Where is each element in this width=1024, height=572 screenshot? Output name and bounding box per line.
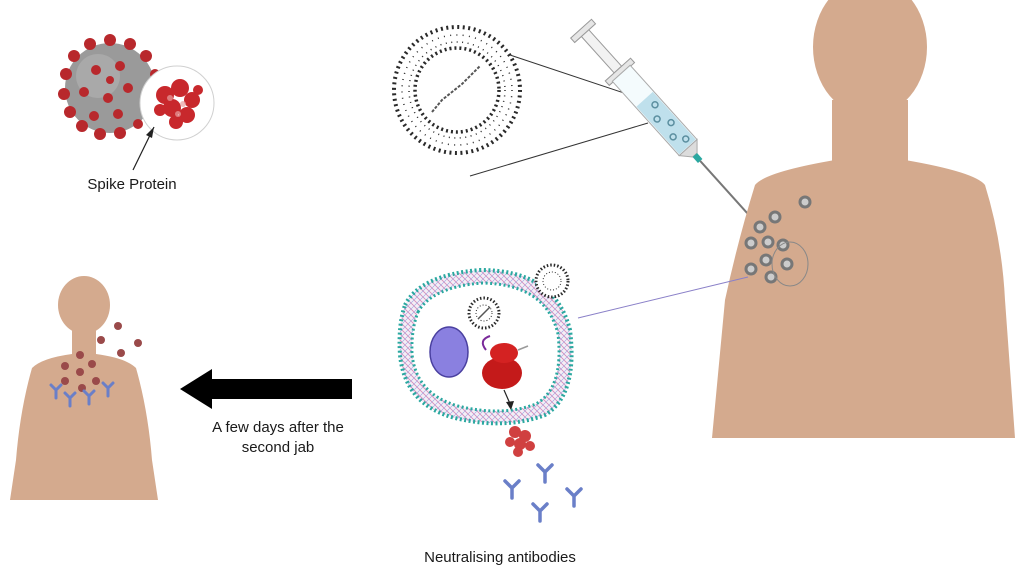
timing-label-line2: second jab bbox=[241, 439, 315, 456]
zoom-line bbox=[469, 122, 649, 177]
neutralising-antibodies-label: Neutralising antibodies bbox=[424, 549, 576, 566]
nucleus bbox=[429, 326, 469, 378]
translation-arrowhead bbox=[506, 401, 514, 410]
human-figure-icon bbox=[712, 0, 1015, 438]
cell-icon bbox=[397, 267, 574, 426]
coronavirus-icon bbox=[58, 34, 160, 140]
lipid-nanoparticle-icon bbox=[467, 263, 570, 330]
zoom-line bbox=[577, 276, 749, 319]
syringe-icon bbox=[569, 18, 750, 216]
ribosome-icon bbox=[481, 335, 529, 389]
lipid-nanoparticle-icon bbox=[392, 25, 522, 155]
antibody-icon bbox=[503, 463, 583, 523]
timing-label: A few days after the second jab bbox=[178, 418, 378, 458]
spike-protein-icon bbox=[139, 65, 215, 141]
arrow-left-icon bbox=[180, 369, 352, 409]
spike-protein-icon bbox=[505, 426, 535, 457]
spike-protein-label: Spike Protein bbox=[87, 176, 177, 193]
antibody-icon bbox=[49, 381, 115, 408]
virus-particles bbox=[61, 322, 142, 392]
injection-site bbox=[771, 241, 809, 287]
timing-label-line1: A few days after the bbox=[212, 419, 344, 436]
human-figure-icon bbox=[10, 276, 158, 500]
spike-pointer-arrowhead bbox=[146, 127, 154, 138]
